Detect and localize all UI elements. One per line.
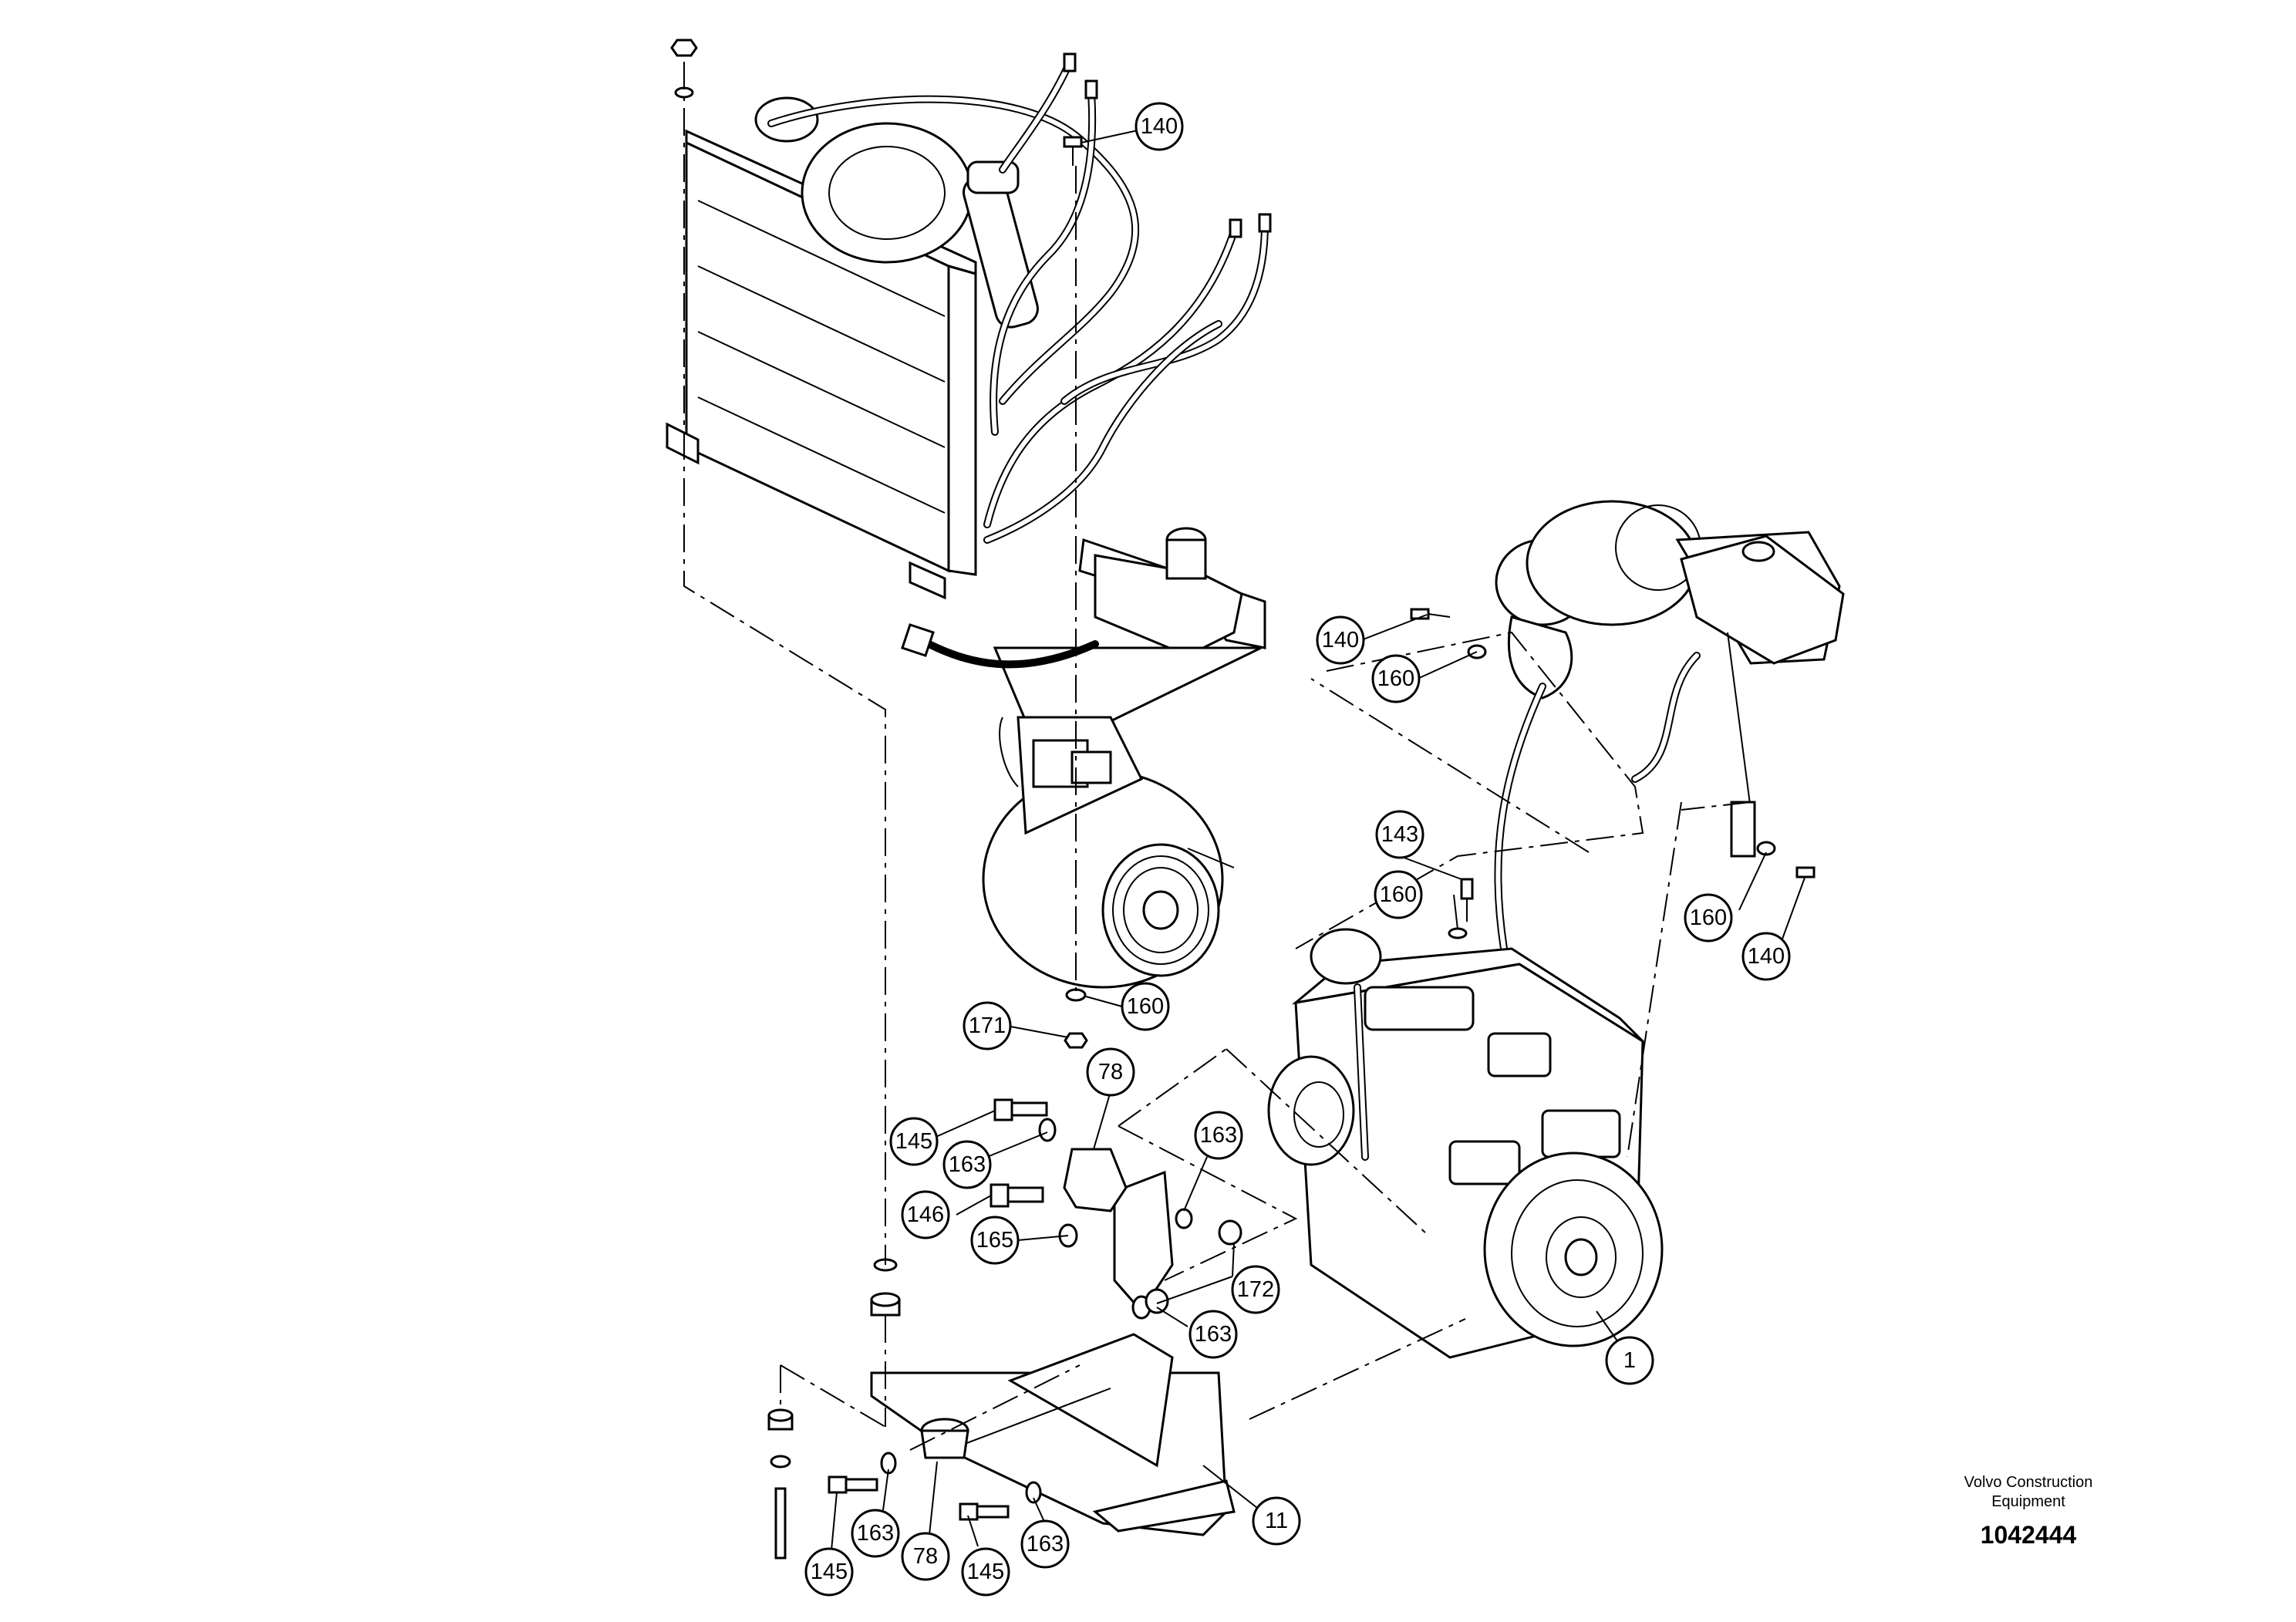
callout-160-a: 160 (1371, 654, 1421, 703)
svg-text:11: 11 (1265, 1509, 1288, 1533)
callout-145-a: 145 (889, 1117, 939, 1166)
callout-160-c: 160 (1684, 893, 1733, 943)
pump-drive-assembly (901, 527, 1266, 1049)
brand-label: Volvo Construction Equipment (1936, 1473, 2121, 1512)
callout-146: 146 (901, 1190, 950, 1239)
svg-text:140: 140 (1322, 628, 1359, 653)
leader-lines (831, 129, 1805, 1551)
callout-11: 11 (1252, 1496, 1301, 1546)
brand-line-1: Volvo Construction (1964, 1474, 2093, 1491)
svg-text:146: 146 (907, 1202, 944, 1227)
svg-text:78: 78 (913, 1544, 938, 1569)
callout-160-d: 160 (1121, 982, 1170, 1031)
svg-text:171: 171 (969, 1013, 1006, 1038)
callout-163-d: 163 (1020, 1519, 1070, 1569)
assembly-lines (683, 62, 1752, 1451)
radiator-assembly (666, 39, 1272, 600)
svg-text:163: 163 (1195, 1322, 1232, 1347)
callout-163-c: 163 (1188, 1310, 1238, 1359)
callout-163-a: 163 (942, 1140, 992, 1189)
svg-text:163: 163 (857, 1521, 894, 1546)
callout-163-b: 163 (1194, 1111, 1243, 1160)
svg-text:143: 143 (1381, 822, 1418, 847)
air-filter-assembly (1410, 500, 1845, 953)
callout-145-b: 145 (804, 1547, 854, 1597)
drawing-number: 1042444 (1980, 1521, 2077, 1549)
svg-text:165: 165 (976, 1228, 1013, 1253)
callout-143: 143 (1375, 810, 1424, 859)
svg-text:160: 160 (1690, 905, 1727, 930)
callout-165: 165 (970, 1216, 1020, 1265)
callout-145-c: 145 (961, 1547, 1010, 1597)
callout-140-c: 140 (1741, 932, 1791, 981)
callout-163-e: 163 (851, 1509, 900, 1558)
svg-text:145: 145 (811, 1560, 848, 1584)
svg-text:1: 1 (1623, 1348, 1636, 1373)
callout-1: 1 (1605, 1336, 1654, 1385)
svg-text:163: 163 (1200, 1123, 1237, 1148)
callout-78-b: 78 (901, 1532, 950, 1581)
svg-text:160: 160 (1380, 882, 1417, 907)
callout-78-a: 78 (1086, 1047, 1135, 1097)
svg-text:140: 140 (1748, 944, 1785, 969)
svg-text:172: 172 (1237, 1277, 1274, 1302)
callout-140-a: 140 (1135, 102, 1184, 151)
engine-bracket-assembly (767, 1098, 1242, 1560)
svg-text:160: 160 (1127, 994, 1164, 1019)
callout-160-b: 160 (1374, 870, 1423, 919)
callout-172: 172 (1231, 1265, 1280, 1314)
engine (1267, 928, 1664, 1359)
svg-text:140: 140 (1141, 114, 1178, 139)
brand-line-2: Equipment (1991, 1493, 2065, 1510)
svg-text:145: 145 (895, 1129, 932, 1154)
svg-text:78: 78 (1098, 1060, 1123, 1084)
svg-text:160: 160 (1377, 666, 1414, 691)
callout-140-b: 140 (1316, 615, 1365, 665)
callout-171: 171 (963, 1001, 1012, 1050)
svg-text:145: 145 (967, 1560, 1004, 1584)
svg-text:163: 163 (949, 1152, 986, 1177)
svg-text:163: 163 (1027, 1532, 1064, 1556)
